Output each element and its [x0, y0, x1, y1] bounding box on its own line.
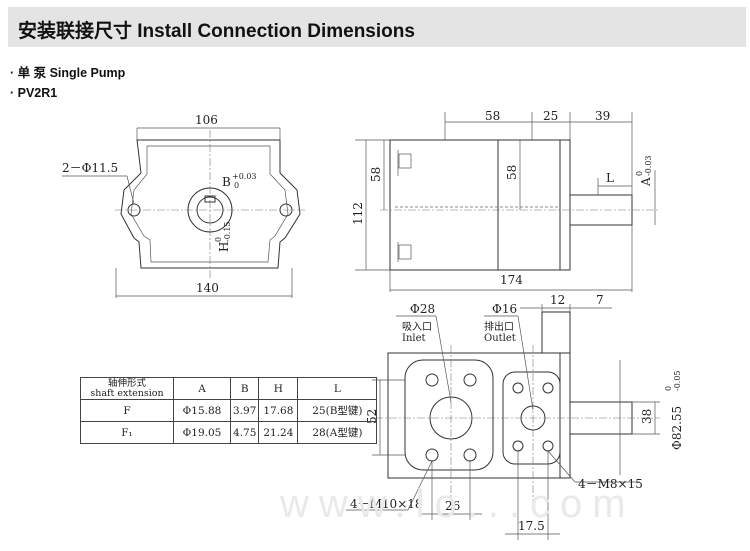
dim-140-label: 140: [196, 281, 219, 295]
dim-A-tol-upper: 0: [635, 171, 644, 176]
dim-39-label: 39: [595, 109, 610, 123]
front-shaft-boss: [187, 187, 233, 233]
bottom-view: [346, 304, 660, 540]
inlet-bolts-label: 4－M10×18: [350, 497, 423, 511]
dim-25-label: 25: [543, 109, 558, 123]
table-header-L: L: [297, 377, 378, 400]
key-height-tol-upper: 0: [214, 237, 223, 242]
table-row: F Φ15.88 3.97 17.68 25(B型键): [80, 399, 378, 422]
bottom-port-boss: [541, 311, 571, 354]
key-width-label: B: [222, 175, 231, 189]
table-cell-H: 21.24: [258, 421, 299, 444]
outlet-dia-label: Φ16: [492, 302, 517, 316]
outlet-bolt: [512, 440, 524, 452]
pilot-tol-upper: 0: [664, 386, 673, 391]
dim-58-inner-label: 58: [505, 165, 519, 180]
table-cell-A: Φ19.05: [173, 421, 231, 444]
inlet-bolt: [463, 373, 477, 387]
table-cell-B: 4.75: [229, 421, 260, 444]
pilot-dia-label: Φ82.55: [670, 406, 684, 450]
dim-12-label: 12: [550, 293, 565, 307]
hole-label: 2－Φ11.5: [62, 161, 118, 175]
dim-58-left-label: 58: [369, 167, 383, 182]
outlet-bolt: [542, 440, 554, 452]
front-body-outline: [120, 139, 301, 269]
side-view: [355, 112, 660, 292]
dim-A-label: A: [639, 177, 653, 187]
inlet-dia-label: Φ28: [410, 302, 435, 316]
dim-58-top-label: 58: [485, 109, 500, 123]
table-header-H: H: [258, 377, 299, 400]
dim-106-label: 106: [195, 113, 218, 127]
outlet-bolt: [542, 382, 554, 394]
key-width-tol-lower: 0: [234, 181, 239, 190]
table-cell-type: F: [80, 399, 174, 422]
bottom-flange: [559, 352, 571, 479]
dim-174-label: 174: [500, 273, 523, 287]
side-plug: [398, 244, 412, 260]
side-body-front: [497, 139, 561, 271]
dim-L-label: L: [606, 171, 614, 185]
front-view: [62, 127, 305, 298]
front-key: [204, 195, 216, 203]
front-inner-outline: [130, 145, 289, 263]
inlet-bolt-leader: [407, 460, 433, 511]
inlet-pad: [404, 359, 494, 471]
table-header-row: 轴伸形式 shaft extension A B H L: [80, 377, 378, 400]
table-cell-A: Φ15.88: [173, 399, 231, 422]
front-shaft: [196, 196, 224, 224]
header-cn: 轴伸形式: [107, 377, 146, 389]
table-cell-B: 3.97: [229, 399, 260, 422]
dim-38-label: 38: [640, 409, 654, 424]
hole-leader: [126, 175, 135, 205]
table-row: F₁ Φ19.05 4.75 21.24 28(A型键): [80, 421, 378, 444]
dim-112-label: 112: [351, 202, 365, 225]
header-en: shaft extension: [90, 387, 164, 399]
model-label: · PV2R1: [10, 86, 58, 100]
outlet-bolt-leader: [547, 450, 576, 483]
front-hole-right: [279, 203, 293, 217]
inlet-bolt: [425, 373, 439, 387]
dim-26-label: 26: [445, 499, 460, 513]
key-height-tol-lower: -0.15: [223, 221, 232, 242]
pilot-tol-lower: -0.05: [673, 370, 682, 391]
side-plug: [398, 153, 412, 169]
side-body-rear: [389, 139, 499, 271]
pump-type-label: · 单 泵 Single Pump: [10, 66, 126, 80]
key-width-tol-upper: +0.03: [232, 172, 257, 181]
inlet-bolt: [463, 448, 477, 462]
side-flange: [559, 139, 571, 271]
table-header-B: B: [229, 377, 260, 400]
inlet-en-label: Inlet: [402, 333, 426, 344]
table-header-type: 轴伸形式 shaft extension: [80, 377, 174, 400]
table-cell-L: 28(A型键): [297, 421, 378, 444]
key-height-label: H: [217, 242, 231, 252]
inlet-bolt: [425, 448, 439, 462]
shaft-extension-table: 轴伸形式 shaft extension A B H L F Φ15.88 3.…: [80, 377, 378, 444]
table-cell-H: 17.68: [258, 399, 299, 422]
page-title: 安装联接尺寸 Install Connection Dimensions: [18, 21, 415, 42]
table-cell-type: F₁: [80, 421, 174, 444]
outlet-bolts-label: 4－M8×15: [578, 477, 643, 491]
inlet-leader: [435, 315, 452, 403]
table-cell-L: 25(B型键): [297, 399, 378, 422]
outlet-en-label: Outlet: [484, 333, 516, 344]
dim-17-5-label: 17.5: [518, 519, 545, 533]
outlet-cn-label: 排出口: [484, 320, 514, 333]
watermark: www.lo...com: [280, 482, 636, 526]
header-bar: 安装联接尺寸 Install Connection Dimensions: [8, 7, 746, 47]
dim-A-tol-lower: -0.03: [644, 155, 653, 176]
table-header-A: A: [173, 377, 231, 400]
dim-7-label: 7: [596, 293, 604, 307]
outlet-bolt: [512, 382, 524, 394]
inlet-cn-label: 吸入口: [402, 322, 432, 333]
outlet-leader: [517, 315, 534, 411]
